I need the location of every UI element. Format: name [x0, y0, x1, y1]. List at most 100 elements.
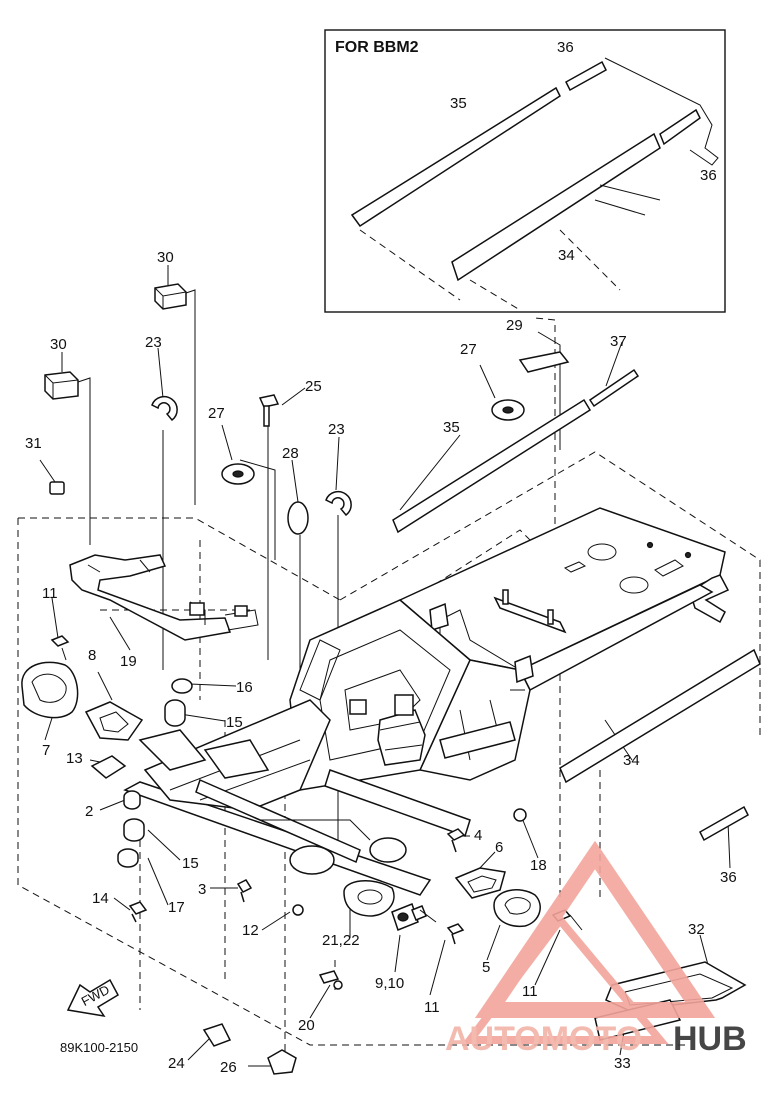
callout-label: 33: [614, 1055, 631, 1072]
callout-label: 5: [482, 959, 490, 976]
callout-label: 36: [720, 869, 737, 886]
callout-label: 28: [282, 445, 299, 462]
inset-frame-detail: [594, 184, 661, 216]
callout-label: 31: [25, 435, 42, 452]
watermark-text-b: HUB: [673, 1020, 747, 1058]
bolt-25: [258, 394, 280, 427]
plate-13: [90, 755, 127, 779]
cushion-15-lower: [123, 818, 145, 842]
cover-7: [21, 661, 79, 719]
inset-title: FOR BBM2: [335, 39, 419, 56]
callout-label: 7: [42, 742, 50, 759]
callout-label: 37: [610, 333, 627, 350]
gasket-8: [84, 701, 144, 741]
handle-19: [69, 554, 259, 641]
callout-label: 34: [623, 752, 640, 769]
callout-label: 30: [50, 336, 67, 353]
inset-strip-34: [451, 132, 661, 282]
callout-label: 32: [688, 921, 705, 938]
callout-label: 15: [226, 714, 243, 731]
callout-label: 20: [298, 1017, 315, 1034]
callout-label: 19: [120, 653, 137, 670]
callout-label: 36: [557, 39, 574, 56]
callout-label: 4: [474, 827, 482, 844]
callout-label: 2: [85, 803, 93, 820]
callout-label: 17: [168, 899, 185, 916]
deck-bracket: [493, 589, 567, 634]
nut-12: [292, 904, 304, 916]
callout-label: 27: [208, 405, 225, 422]
callout-label: 35: [450, 95, 467, 112]
callout-label: 11: [42, 585, 58, 602]
clip-11-lower: [446, 923, 465, 945]
callout-label: 16: [236, 679, 253, 696]
strip-36: [699, 805, 749, 842]
callout-label: 15: [182, 855, 199, 872]
grommet-23-left: [151, 395, 178, 422]
callout-label: 8: [88, 647, 96, 664]
callout-label: 3: [198, 881, 206, 898]
gasket-6: [454, 867, 506, 899]
plate-29: [518, 351, 570, 373]
inset-strip-35: [350, 86, 561, 228]
sensor-9-10: [391, 903, 437, 931]
inset-box: FOR BBM2: [324, 29, 726, 313]
callout-label: 26: [220, 1059, 237, 1076]
inset-strip-36-right: [659, 108, 701, 146]
callout-label: 30: [157, 249, 174, 266]
callout-label: 29: [506, 317, 523, 334]
clamp-26: [267, 1049, 297, 1075]
cushion-16: [171, 678, 193, 694]
callout-label: 27: [460, 341, 477, 358]
callout-label: 11: [522, 983, 538, 1000]
bolt-3: [236, 879, 253, 903]
cap-18: [513, 808, 527, 822]
fwd-arrow-icon: FWD: [66, 978, 119, 1018]
frame-assembly: [123, 507, 730, 896]
callout-label: 11: [424, 999, 440, 1016]
cushion-15-upper: [164, 699, 186, 727]
inset-guide-lines: [359, 229, 621, 311]
diagram-code: 89K100-2150: [60, 1040, 138, 1055]
callout-label: 23: [328, 421, 345, 438]
bolt-4: [446, 828, 466, 853]
callout-label: 35: [443, 419, 460, 436]
callout-label: 14: [92, 890, 109, 907]
grommet-23-right: [325, 490, 352, 517]
bushing-2: [123, 790, 141, 810]
watermark-text-a: AUTOMOTO: [445, 1020, 642, 1058]
inset-strip-36-top: [565, 60, 607, 92]
callout-label: 25: [305, 378, 322, 395]
clamp-24: [202, 1023, 232, 1047]
watermark-triangle-icon: [474, 840, 716, 1018]
callout-labels: 36 35 36 34 30 30 23 25 27 31 28 23 29 2…: [25, 39, 737, 1076]
callout-label: 21,22: [322, 932, 360, 949]
collar-28: [287, 501, 309, 535]
callout-label: 9,10: [375, 975, 404, 992]
strip-37: [588, 368, 640, 408]
cover-5: [493, 889, 541, 928]
bolt-20: [318, 970, 343, 990]
callout-label: 12: [242, 922, 259, 939]
callout-label: 6: [495, 839, 503, 856]
upper-parts: [44, 283, 640, 535]
strip-35: [392, 398, 592, 534]
callout-label: 13: [66, 750, 83, 767]
strip-34: [559, 648, 761, 784]
bracket-21-22: [343, 880, 395, 917]
clip-31: [49, 481, 65, 495]
callout-label: 34: [558, 247, 575, 264]
damper-30-left: [44, 371, 79, 400]
callout-label: 36: [700, 167, 717, 184]
watermark-logo: AUTOMOTO HUB: [445, 840, 747, 1058]
callout-label: 23: [145, 334, 162, 351]
screw-14: [128, 901, 148, 923]
lower-left-parts: [21, 635, 304, 923]
cushion-17: [117, 848, 139, 868]
callout-label: 24: [168, 1055, 185, 1072]
engine-mount-cluster: [349, 694, 426, 766]
inset-frame-outline: [604, 57, 719, 166]
damper-30-upper: [154, 283, 187, 310]
callout-label: 18: [530, 857, 547, 874]
